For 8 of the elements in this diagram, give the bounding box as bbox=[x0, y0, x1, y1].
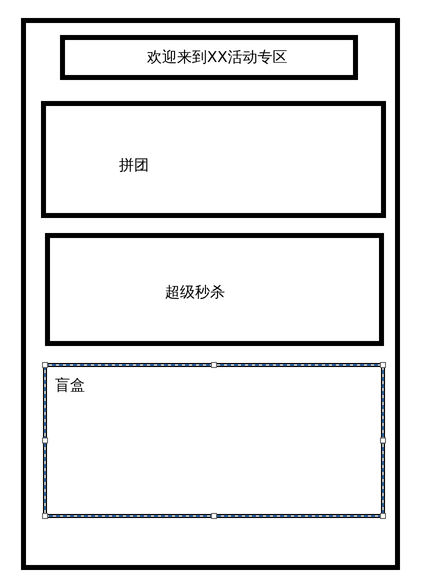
section-label: 盲盒 bbox=[55, 375, 85, 395]
section-label: 拼团 bbox=[119, 155, 149, 175]
page-frame bbox=[21, 18, 400, 570]
section-box bbox=[45, 233, 384, 346]
banner-heading: 欢迎来到XX活动专区 bbox=[147, 47, 288, 67]
section-label: 超级秒杀 bbox=[165, 282, 225, 302]
banner-box bbox=[60, 35, 358, 80]
section-box bbox=[41, 101, 386, 218]
